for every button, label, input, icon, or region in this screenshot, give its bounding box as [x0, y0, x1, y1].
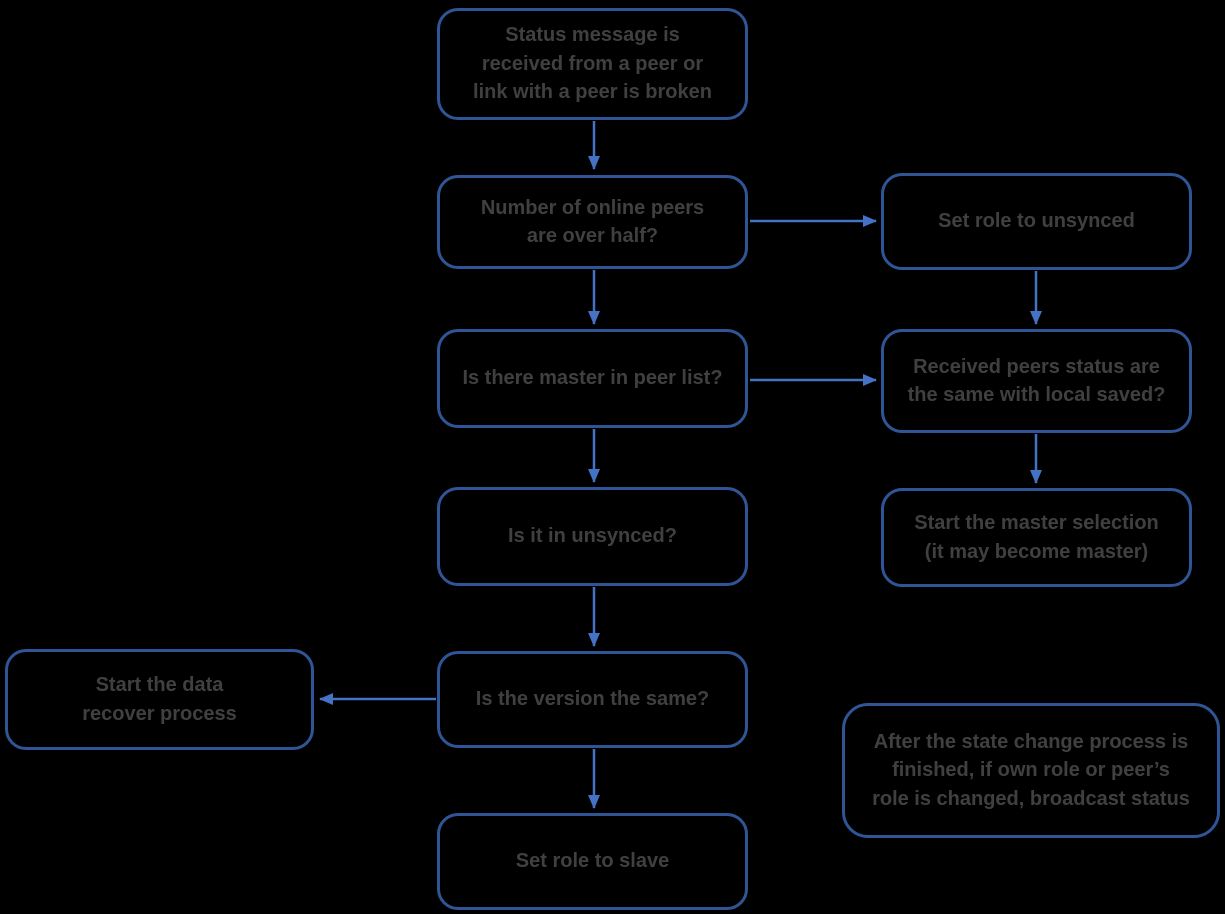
node-peers-over-half-label: Number of online peers are over half? [480, 196, 705, 247]
node-broadcast-note-label: After the state change process is finish… [872, 730, 1190, 810]
node-is-version-same: Is the version the same? [437, 651, 748, 748]
node-start-master-selection: Start the master selection (it may becom… [881, 488, 1192, 587]
node-status-message-label: Status message is received from a peer o… [473, 24, 712, 104]
node-received-peers-status: Received peers status are the same with … [881, 329, 1192, 433]
node-status-message: Status message is received from a peer o… [437, 8, 748, 120]
node-is-version-same-label: Is the version the same? [475, 688, 710, 711]
node-is-it-unsynced-label: Is it in unsynced? [508, 525, 677, 548]
node-peers-over-half: Number of online peers are over half? [437, 175, 748, 269]
node-master-in-peer-list-label: Is there master in peer list? [462, 367, 723, 390]
node-broadcast-note: After the state change process is finish… [842, 703, 1220, 838]
node-start-data-recover: Start the data recover process [5, 649, 314, 750]
node-set-role-unsynced-label: Set role to unsynced [938, 210, 1135, 233]
node-start-data-recover-label: Start the data recover process [82, 674, 237, 725]
node-received-peers-status-label: Received peers status are the same with … [907, 355, 1166, 406]
node-is-it-unsynced: Is it in unsynced? [437, 487, 748, 586]
node-start-master-selection-label: Start the master selection (it may becom… [914, 512, 1159, 563]
node-set-role-unsynced: Set role to unsynced [881, 173, 1192, 270]
node-master-in-peer-list: Is there master in peer list? [437, 329, 748, 428]
node-set-role-slave-label: Set role to slave [515, 850, 670, 873]
node-set-role-slave: Set role to slave [437, 813, 748, 910]
